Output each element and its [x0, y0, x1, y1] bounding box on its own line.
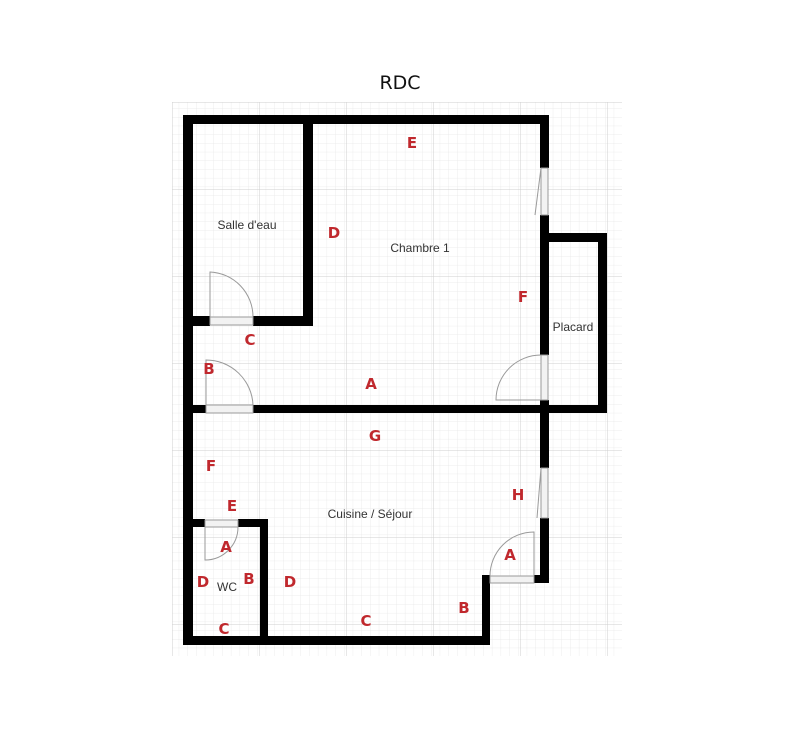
room-label-chambre: Chambre 1 [390, 241, 450, 255]
zone-letter: D [197, 573, 209, 591]
window-cuisine [540, 467, 549, 519]
zone-letter: E [227, 497, 237, 515]
zone-letters: E D F C B A G F H E A A D B D B C C [197, 134, 528, 638]
room-label-cuisine-sejour: Cuisine / Séjour [328, 507, 413, 521]
door-placard [540, 354, 549, 401]
zone-letter: B [203, 360, 214, 378]
window-chambre [540, 167, 549, 216]
zone-letter: C [244, 331, 255, 349]
room-label-salle-eau: Salle d'eau [217, 218, 276, 232]
room-labels: Salle d'eau Chambre 1 Placard Cuisine / … [217, 218, 593, 594]
zone-letter: C [360, 612, 371, 630]
openings [204, 167, 549, 584]
zone-letter: H [512, 486, 525, 504]
zone-letter: F [518, 288, 528, 306]
room-label-placard: Placard [553, 320, 594, 334]
zone-letter: D [328, 224, 340, 242]
floor-title: RDC [379, 72, 421, 94]
door-wc [204, 519, 239, 528]
zone-letter: A [365, 375, 377, 393]
zone-letter: B [243, 570, 254, 588]
zone-letter: E [407, 134, 417, 152]
door-chambre [205, 404, 254, 414]
door-entrance [489, 575, 535, 584]
zone-letter: G [369, 427, 381, 445]
zone-letter: A [504, 546, 516, 564]
zone-letter: C [218, 620, 229, 638]
zone-letter: F [206, 457, 216, 475]
room-label-wc: WC [217, 580, 237, 594]
door-salle-eau [209, 316, 254, 326]
walls [183, 115, 607, 645]
grid-background [172, 102, 622, 656]
zone-letter: D [284, 573, 296, 591]
zone-letter: A [220, 538, 232, 556]
zone-letter: B [458, 599, 469, 617]
